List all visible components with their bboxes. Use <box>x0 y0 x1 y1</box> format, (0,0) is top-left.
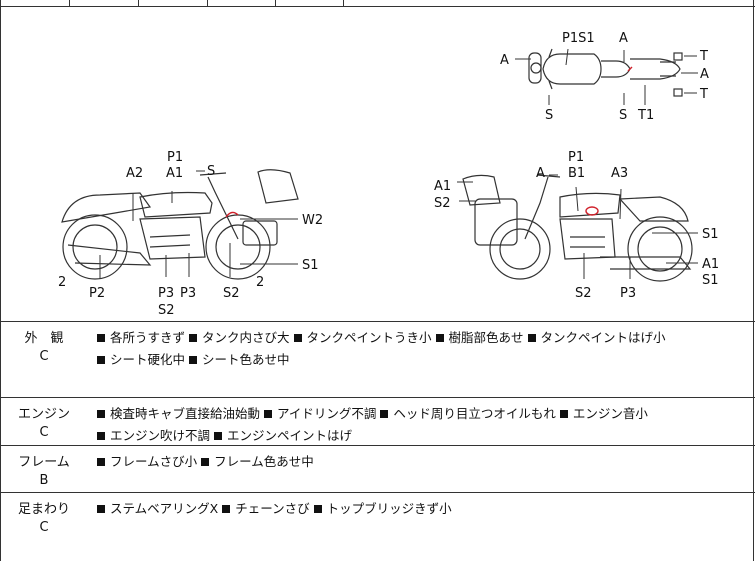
label-a: A <box>500 53 509 68</box>
label-t: T <box>699 87 708 102</box>
header-cell <box>70 0 139 7</box>
label-t1: T1 <box>637 108 654 123</box>
label-2: 2 <box>58 275 66 290</box>
label-p1s1: P1S1 <box>562 31 595 46</box>
list-item: アイドリング不調 <box>264 406 376 421</box>
label-b1: B1 <box>568 166 585 181</box>
top-view-leaders <box>515 48 698 105</box>
label-s1: S1 <box>702 273 719 288</box>
list-item: エンジン吹け不調 <box>97 428 210 443</box>
header-cell <box>0 0 70 7</box>
right-view-leaders <box>457 174 698 279</box>
damage-mark <box>627 66 633 72</box>
list-item: タンク内さび大 <box>189 330 290 345</box>
header-cell <box>276 0 344 7</box>
label-p1: P1 <box>568 150 584 165</box>
section-items: ステムベアリングX チェーンさび トップブリッジきず小 <box>97 498 745 520</box>
section-engine: エンジン C 検査時キャブ直接給油始動 アイドリング不調 ヘッド周り目立つオイル… <box>0 398 755 446</box>
section-title: 外 観 <box>24 331 64 346</box>
section-title: 足まわり <box>17 502 70 517</box>
left-view-labels: P1 S A2 A1 W2 S1 2 P2 P3 P3 S2 2 S2 <box>58 150 323 318</box>
motorcycle-diagram: P1S1 A A T A T S S T1 <box>58 31 719 318</box>
label-s: S <box>207 164 215 179</box>
label-a: A <box>536 166 545 181</box>
label-s1: S1 <box>302 258 319 273</box>
list-item: 樹脂部色あせ <box>435 330 524 345</box>
header-cell <box>208 0 276 7</box>
top-view-labels: P1S1 A A T A T S S T1 <box>500 31 709 123</box>
section-grade: C <box>39 349 49 364</box>
right-view-bike <box>462 174 693 282</box>
label-a3: A3 <box>611 166 628 181</box>
label-s1: S1 <box>702 227 719 242</box>
left-view-bike <box>61 169 299 280</box>
list-item: フレームさび小 <box>97 454 197 469</box>
list-item: チェーンさび <box>222 501 310 516</box>
label-2: 2 <box>256 275 264 290</box>
label-t: T <box>699 49 708 64</box>
label-p1: P1 <box>167 150 183 165</box>
section-items: フレームさび小 フレーム色あせ中 <box>97 451 745 473</box>
label-a1: A1 <box>702 257 719 272</box>
section-frame: フレーム B フレームさび小 フレーム色あせ中 <box>0 446 755 493</box>
list-item: トップブリッジきず小 <box>313 501 452 516</box>
label-w2: W2 <box>302 213 323 228</box>
label-a: A <box>700 67 709 82</box>
label-a1: A1 <box>166 166 183 181</box>
header-cell <box>139 0 208 7</box>
list-item: エンジン音小 <box>559 406 648 421</box>
label-p3: P3 <box>620 286 636 301</box>
section-exterior: 外 観 C 各所うすきず タンク内さび大 タンクペイントうき小 樹脂部色あせ タ… <box>0 322 755 398</box>
label-s: S <box>545 108 553 123</box>
top-view-bike <box>528 48 683 97</box>
label-s2: S2 <box>434 196 451 211</box>
left-view-leaders <box>99 170 298 279</box>
header-row-fragment <box>0 0 755 7</box>
section-title: フレーム <box>18 455 70 470</box>
list-item: 検査時キャブ直接給油始動 <box>97 406 260 421</box>
section-grade: C <box>39 520 49 535</box>
section-grade: B <box>39 473 49 488</box>
label-a: A <box>619 31 628 46</box>
section-grade: C <box>39 425 49 440</box>
list-item: エンジンペイントはげ <box>214 428 352 443</box>
list-item: ステムベアリングX <box>97 501 218 516</box>
label-s2: S2 <box>575 286 592 301</box>
list-item: ヘッド周り目立つオイルもれ <box>380 406 556 421</box>
label-a1: A1 <box>434 179 451 194</box>
list-item: タンクペイントはげ小 <box>527 330 666 345</box>
list-item: タンクペイントうき小 <box>293 330 432 345</box>
label-p3: P3 <box>180 286 196 301</box>
right-view-labels: P1 A B1 A3 A1 S2 S1 A1 S1 S2 P3 <box>434 150 719 301</box>
label-p3: P3 <box>158 286 174 301</box>
label-s2: S2 <box>158 303 175 318</box>
damage-diagram: P1S1 A A T A T S S T1 <box>0 7 755 322</box>
label-s2: S2 <box>223 286 240 301</box>
list-item: 各所うすきず <box>97 330 185 345</box>
section-title: エンジン <box>17 407 70 422</box>
label-a2: A2 <box>126 166 143 181</box>
label-p2: P2 <box>89 286 105 301</box>
label-s: S <box>619 108 627 123</box>
damage-mark <box>585 206 599 216</box>
damage-mark <box>225 211 239 218</box>
list-item: シート色あせ中 <box>189 352 290 367</box>
section-suspension: 足まわり C ステムベアリングX チェーンさび トップブリッジきず小 <box>0 493 755 561</box>
section-items: 各所うすきず タンク内さび大 タンクペイントうき小 樹脂部色あせ タンクペイント… <box>97 327 745 371</box>
section-items: 検査時キャブ直接給油始動 アイドリング不調 ヘッド周り目立つオイルもれ エンジン… <box>97 403 745 447</box>
list-item: フレーム色あせ中 <box>201 454 314 469</box>
list-item: シート硬化中 <box>97 352 185 367</box>
